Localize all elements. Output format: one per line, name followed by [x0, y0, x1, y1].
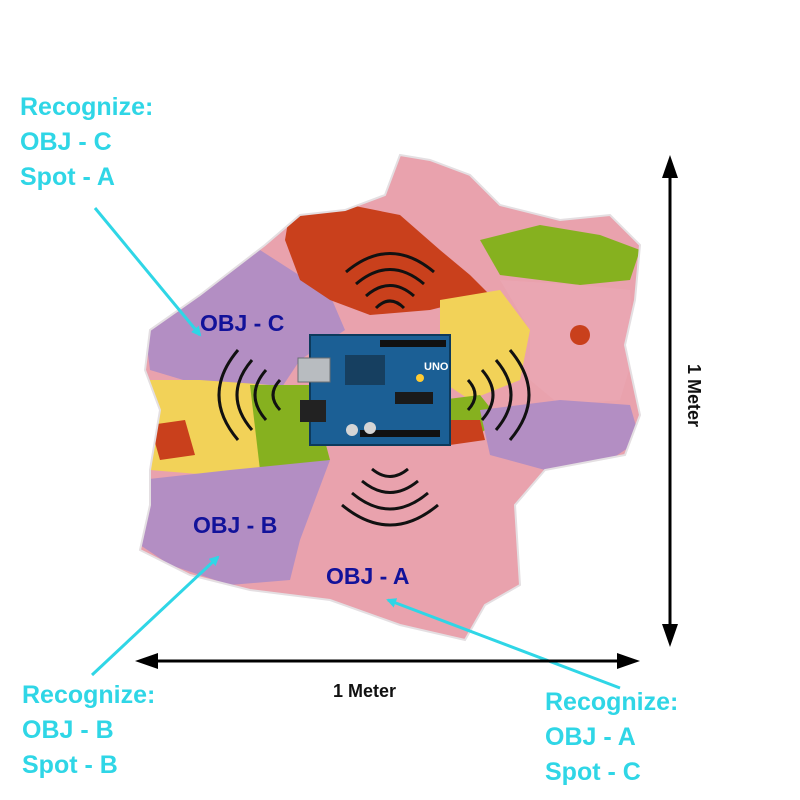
map-regions — [140, 155, 640, 640]
callout-object: OBJ - C — [20, 128, 112, 156]
dimension-arrow-horizontal — [135, 653, 640, 669]
callout-spot: Spot - A — [20, 163, 115, 191]
obj-b-label: OBJ - B — [193, 512, 278, 538]
arrow-obj-c — [93, 207, 202, 337]
callout-object: OBJ - B — [22, 716, 114, 744]
sensor-waves-left — [217, 349, 282, 441]
sensor-waves-bottom — [341, 467, 439, 527]
callout-obj-b: Recognize: OBJ - B Spot - B — [22, 678, 155, 783]
map-outline — [138, 153, 642, 642]
callout-object: OBJ - A — [545, 723, 636, 751]
obj-a-label: OBJ - A — [326, 563, 410, 589]
sensor-waves-top — [345, 252, 435, 310]
arduino-board — [297, 334, 451, 446]
callout-obj-c: Recognize: OBJ - C Spot - A — [20, 90, 153, 195]
height-dimension-label: 1 Meter — [684, 363, 705, 428]
sensor-waves-right — [466, 349, 531, 441]
callout-spot: Spot - C — [545, 758, 641, 786]
callout-obj-a: Recognize: OBJ - A Spot - C — [545, 685, 678, 790]
dimension-arrow-vertical — [662, 155, 678, 647]
callout-title: Recognize: — [22, 681, 156, 709]
obj-c-label: OBJ - C — [200, 310, 285, 336]
arrow-obj-b — [90, 555, 220, 677]
board-text: UNO — [424, 361, 449, 373]
arrow-obj-a — [386, 598, 621, 690]
callout-spot: Spot - B — [22, 751, 118, 779]
callout-title: Recognize: — [20, 93, 154, 121]
callout-title: Recognize: — [545, 688, 679, 716]
width-dimension-label: 1 Meter — [333, 681, 397, 701]
